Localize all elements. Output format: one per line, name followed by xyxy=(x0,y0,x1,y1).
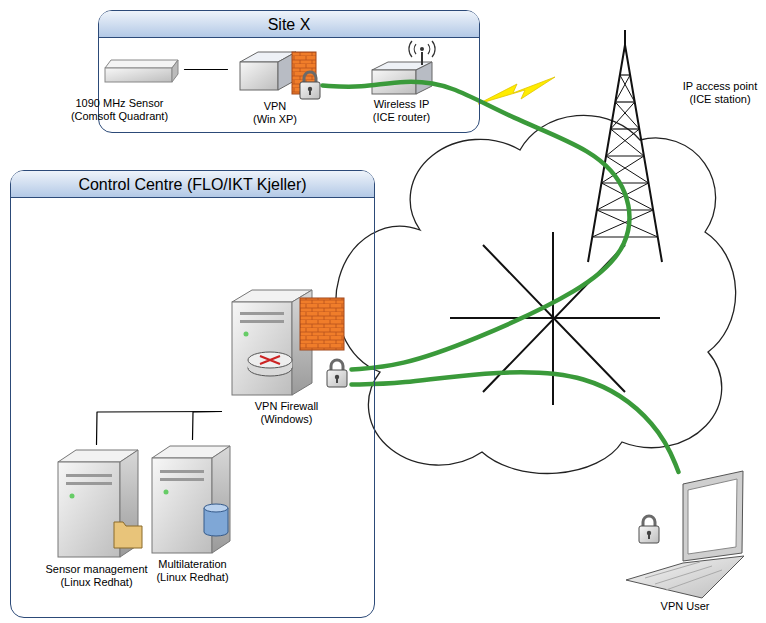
laptop-icon xyxy=(626,471,744,598)
device-label: Sensor management (Linux Redhat) xyxy=(42,563,152,589)
lan-cable xyxy=(97,412,222,445)
router-node: Wireless IP (ICE router) xyxy=(362,40,442,127)
firewall-server-icon xyxy=(232,290,347,395)
lan-cable xyxy=(193,412,222,440)
vpn-device-icon xyxy=(300,72,320,99)
server-icon xyxy=(66,482,112,485)
firewall-server-icon xyxy=(260,356,280,364)
radio-tower xyxy=(606,155,644,156)
access-point-node: IP access point (ICE station) xyxy=(575,40,763,265)
radio-tower xyxy=(592,210,657,237)
server-node: Multilateration (Linux Redhat) xyxy=(147,440,239,587)
vpn-device-node: VPN (Win XP) xyxy=(228,46,323,129)
control-centre-region: Control Centre (FLO/IKT Kjeller) VPN Fire… xyxy=(10,170,375,618)
laptop-icon xyxy=(639,516,659,543)
vpn-device-icon xyxy=(240,62,278,90)
device-label: Wireless IP (ICE router) xyxy=(368,98,436,124)
radio-tower xyxy=(611,128,640,129)
database-server-icon xyxy=(152,446,230,553)
server-node: Sensor management (Linux Redhat) xyxy=(27,445,167,592)
wireless-router-icon xyxy=(416,62,432,94)
lightning-bolt xyxy=(478,77,555,104)
radio-tower xyxy=(606,129,644,156)
laptop-icon xyxy=(626,556,744,598)
laptop-icon xyxy=(645,562,722,590)
firewall-server-icon xyxy=(232,302,292,395)
radio-tower xyxy=(601,182,648,183)
database-server-icon xyxy=(152,458,212,553)
region-title: Site X xyxy=(99,11,479,38)
database-server-icon xyxy=(160,478,204,481)
vpn-tunnel xyxy=(323,82,630,370)
laptop-icon xyxy=(683,471,743,561)
wireless-router-icon xyxy=(421,52,423,65)
firewall-server-icon xyxy=(240,320,284,323)
device-label: VPN (Win XP) xyxy=(252,100,298,126)
cloud xyxy=(336,115,736,473)
firewall-server-icon xyxy=(240,312,284,315)
cloud xyxy=(336,115,736,473)
vpn-device-icon xyxy=(240,52,320,99)
server-icon xyxy=(66,474,112,477)
database-server-icon xyxy=(164,490,169,495)
radio-tower xyxy=(615,101,634,102)
laptop-node: VPN User xyxy=(620,472,750,616)
radio-tower xyxy=(588,30,662,262)
server-icon xyxy=(70,494,75,499)
cloud xyxy=(450,232,660,405)
site-region: Site X1090 MHz Sensor (Comsoft Quadrant)… xyxy=(98,10,480,133)
device-label: VPN User xyxy=(640,600,730,613)
device-label: VPN Firewall (Windows) xyxy=(251,400,323,426)
vpn-tunnel xyxy=(352,372,679,472)
sensor-icon xyxy=(105,68,172,82)
firewall-server-icon xyxy=(248,352,292,368)
lightning-bolt xyxy=(478,77,555,104)
server-icon xyxy=(58,462,120,557)
server-icon xyxy=(58,450,142,557)
database-server-icon xyxy=(212,446,230,553)
region-title: Control Centre (FLO/IKT Kjeller) xyxy=(11,171,374,198)
radio-tower xyxy=(588,30,662,262)
device-label: IP access point (ICE station) xyxy=(680,80,760,106)
radio-tower xyxy=(620,74,630,75)
database-server-icon xyxy=(204,504,228,512)
wireless-router-icon xyxy=(409,41,435,57)
sensor-icon xyxy=(105,60,178,68)
radio-tower xyxy=(611,102,640,129)
radio-tower xyxy=(615,75,634,102)
sensor-icon xyxy=(105,60,178,82)
sensor-icon xyxy=(172,60,178,82)
firewall-server-icon xyxy=(244,332,249,337)
device-label: 1090 MHz Sensor (Comsoft Quadrant) xyxy=(64,97,176,123)
wireless-router-icon xyxy=(420,47,424,51)
cable xyxy=(185,69,228,70)
radio-tower xyxy=(597,209,653,210)
database-server-icon xyxy=(160,470,204,473)
firewall-server-icon xyxy=(300,298,344,350)
server-icon xyxy=(114,522,142,548)
firewall-server-icon xyxy=(327,360,347,387)
firewall-node: VPN Firewall (Windows) xyxy=(222,285,352,429)
device-label: Multilateration (Linux Redhat) xyxy=(149,558,237,584)
laptop-icon xyxy=(688,479,737,554)
sensor-node: 1090 MHz Sensor (Comsoft Quadrant) xyxy=(55,55,185,126)
